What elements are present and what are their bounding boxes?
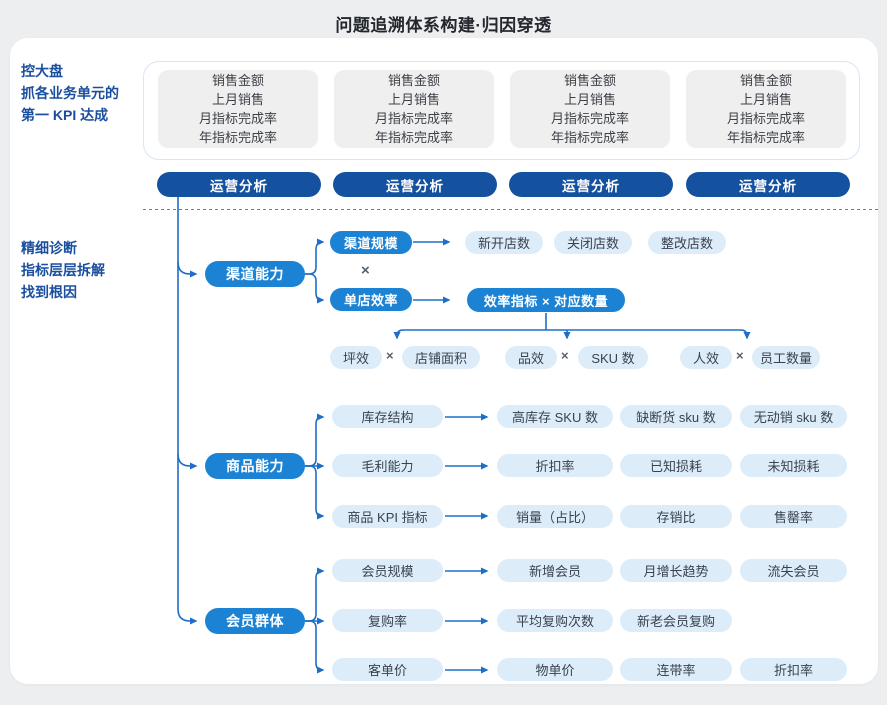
note-line: 指标层层拆解: [21, 262, 105, 278]
kpi-line: 上月销售: [387, 92, 440, 107]
kpi-line: 销售金额: [387, 73, 440, 88]
leaf-no-sale-sku: 无动销 sku 数: [740, 405, 847, 428]
section-divider: [143, 209, 880, 210]
multiply-operator: ×: [736, 348, 744, 363]
leaf-monthly-growth: 月增长趋势: [620, 559, 732, 582]
ops-analysis-button-1[interactable]: 运营分析: [157, 172, 321, 197]
leaf-sales-share: 销量（占比）: [497, 505, 613, 528]
kpi-line: 年指标完成率: [374, 130, 453, 145]
node-avg-ticket: 客单价: [332, 658, 443, 681]
multiply-operator: ×: [361, 262, 370, 279]
kpi-line: 月指标完成率: [726, 111, 805, 126]
leaf-new-old-repurchase: 新老会员复购: [620, 609, 732, 632]
kpi-card-1: 销售金额 上月销售 月指标完成率 年指标完成率: [158, 70, 318, 148]
leaf-new-stores: 新开店数: [465, 231, 543, 254]
kpi-line: 上月销售: [739, 92, 792, 107]
leaf-discount-rate: 折扣率: [497, 454, 613, 477]
leaf-churned-members: 流失会员: [740, 559, 847, 582]
kpi-line: 月指标完成率: [198, 111, 277, 126]
branch-product-capability: 商品能力: [205, 453, 305, 479]
leaf-sku-count: SKU 数: [578, 346, 648, 369]
node-efficiency-formula: 效率指标 × 对应数量: [467, 288, 625, 312]
kpi-line: 年指标完成率: [726, 130, 805, 145]
kpi-line: 上月销售: [211, 92, 264, 107]
node-channel-scale: 渠道规模: [330, 231, 412, 254]
node-gross-margin: 毛利能力: [332, 454, 443, 477]
leaf-out-of-stock-sku: 缺断货 sku 数: [620, 405, 732, 428]
leaf-renovated-stores: 整改店数: [648, 231, 726, 254]
note-line: 第一 KPI 达成: [21, 107, 109, 123]
branch-member-group: 会员群体: [205, 608, 305, 634]
ops-analysis-button-2[interactable]: 运营分析: [333, 172, 497, 197]
kpi-card-4: 销售金额 上月销售 月指标完成率 年指标完成率: [686, 70, 846, 148]
leaf-unit-price: 物单价: [497, 658, 613, 681]
kpi-line: 销售金额: [211, 73, 264, 88]
leaf-sales-per-sku: 品效: [505, 346, 557, 369]
note-line: 精细诊断: [21, 240, 77, 256]
page-title: 问题追溯体系构建·归因穿透: [335, 16, 552, 35]
kpi-line: 年指标完成率: [550, 130, 629, 145]
leaf-new-members: 新增会员: [497, 559, 613, 582]
leaf-staff-count: 员工数量: [752, 346, 820, 369]
kpi-line: 上月销售: [563, 92, 616, 107]
leaf-stock-sales-ratio: 存销比: [620, 505, 732, 528]
kpi-line: 月指标完成率: [374, 111, 453, 126]
leaf-closed-stores: 关闭店数: [554, 231, 632, 254]
node-store-efficiency: 单店效率: [330, 288, 412, 311]
leaf-known-loss: 已知损耗: [620, 454, 732, 477]
multiply-operator: ×: [386, 348, 394, 363]
node-member-scale: 会员规模: [332, 559, 443, 582]
ops-analysis-button-4[interactable]: 运营分析: [686, 172, 850, 197]
note-line: 控大盘: [21, 63, 63, 79]
kpi-line: 年指标完成率: [198, 130, 277, 145]
leaf-attach-rate: 连带率: [620, 658, 732, 681]
leaf-discount-rate-member: 折扣率: [740, 658, 847, 681]
ops-analysis-button-3[interactable]: 运营分析: [509, 172, 673, 197]
node-product-kpi: 商品 KPI 指标: [332, 505, 443, 528]
leaf-avg-repurchase: 平均复购次数: [497, 609, 613, 632]
node-repurchase-rate: 复购率: [332, 609, 443, 632]
note-line: 找到根因: [21, 284, 77, 300]
leaf-sales-per-person: 人效: [680, 346, 732, 369]
leaf-high-stock-sku: 高库存 SKU 数: [497, 405, 613, 428]
kpi-card-3: 销售金额 上月销售 月指标完成率 年指标完成率: [510, 70, 670, 148]
note-kpi-control: 控大盘 抓各业务单元的 第一 KPI 达成: [21, 60, 119, 126]
leaf-unknown-loss: 未知损耗: [740, 454, 847, 477]
kpi-line: 销售金额: [739, 73, 792, 88]
branch-channel-capability: 渠道能力: [205, 261, 305, 287]
leaf-sellthrough-rate: 售罄率: [740, 505, 847, 528]
node-inventory-structure: 库存结构: [332, 405, 443, 428]
note-line: 抓各业务单元的: [21, 85, 119, 101]
leaf-sales-per-area: 坪效: [330, 346, 382, 369]
kpi-card-2: 销售金额 上月销售 月指标完成率 年指标完成率: [334, 70, 494, 148]
kpi-line: 销售金额: [563, 73, 616, 88]
note-diagnosis: 精细诊断 指标层层拆解 找到根因: [21, 237, 105, 303]
kpi-line: 月指标完成率: [550, 111, 629, 126]
leaf-store-area: 店铺面积: [402, 346, 480, 369]
multiply-operator: ×: [561, 348, 569, 363]
